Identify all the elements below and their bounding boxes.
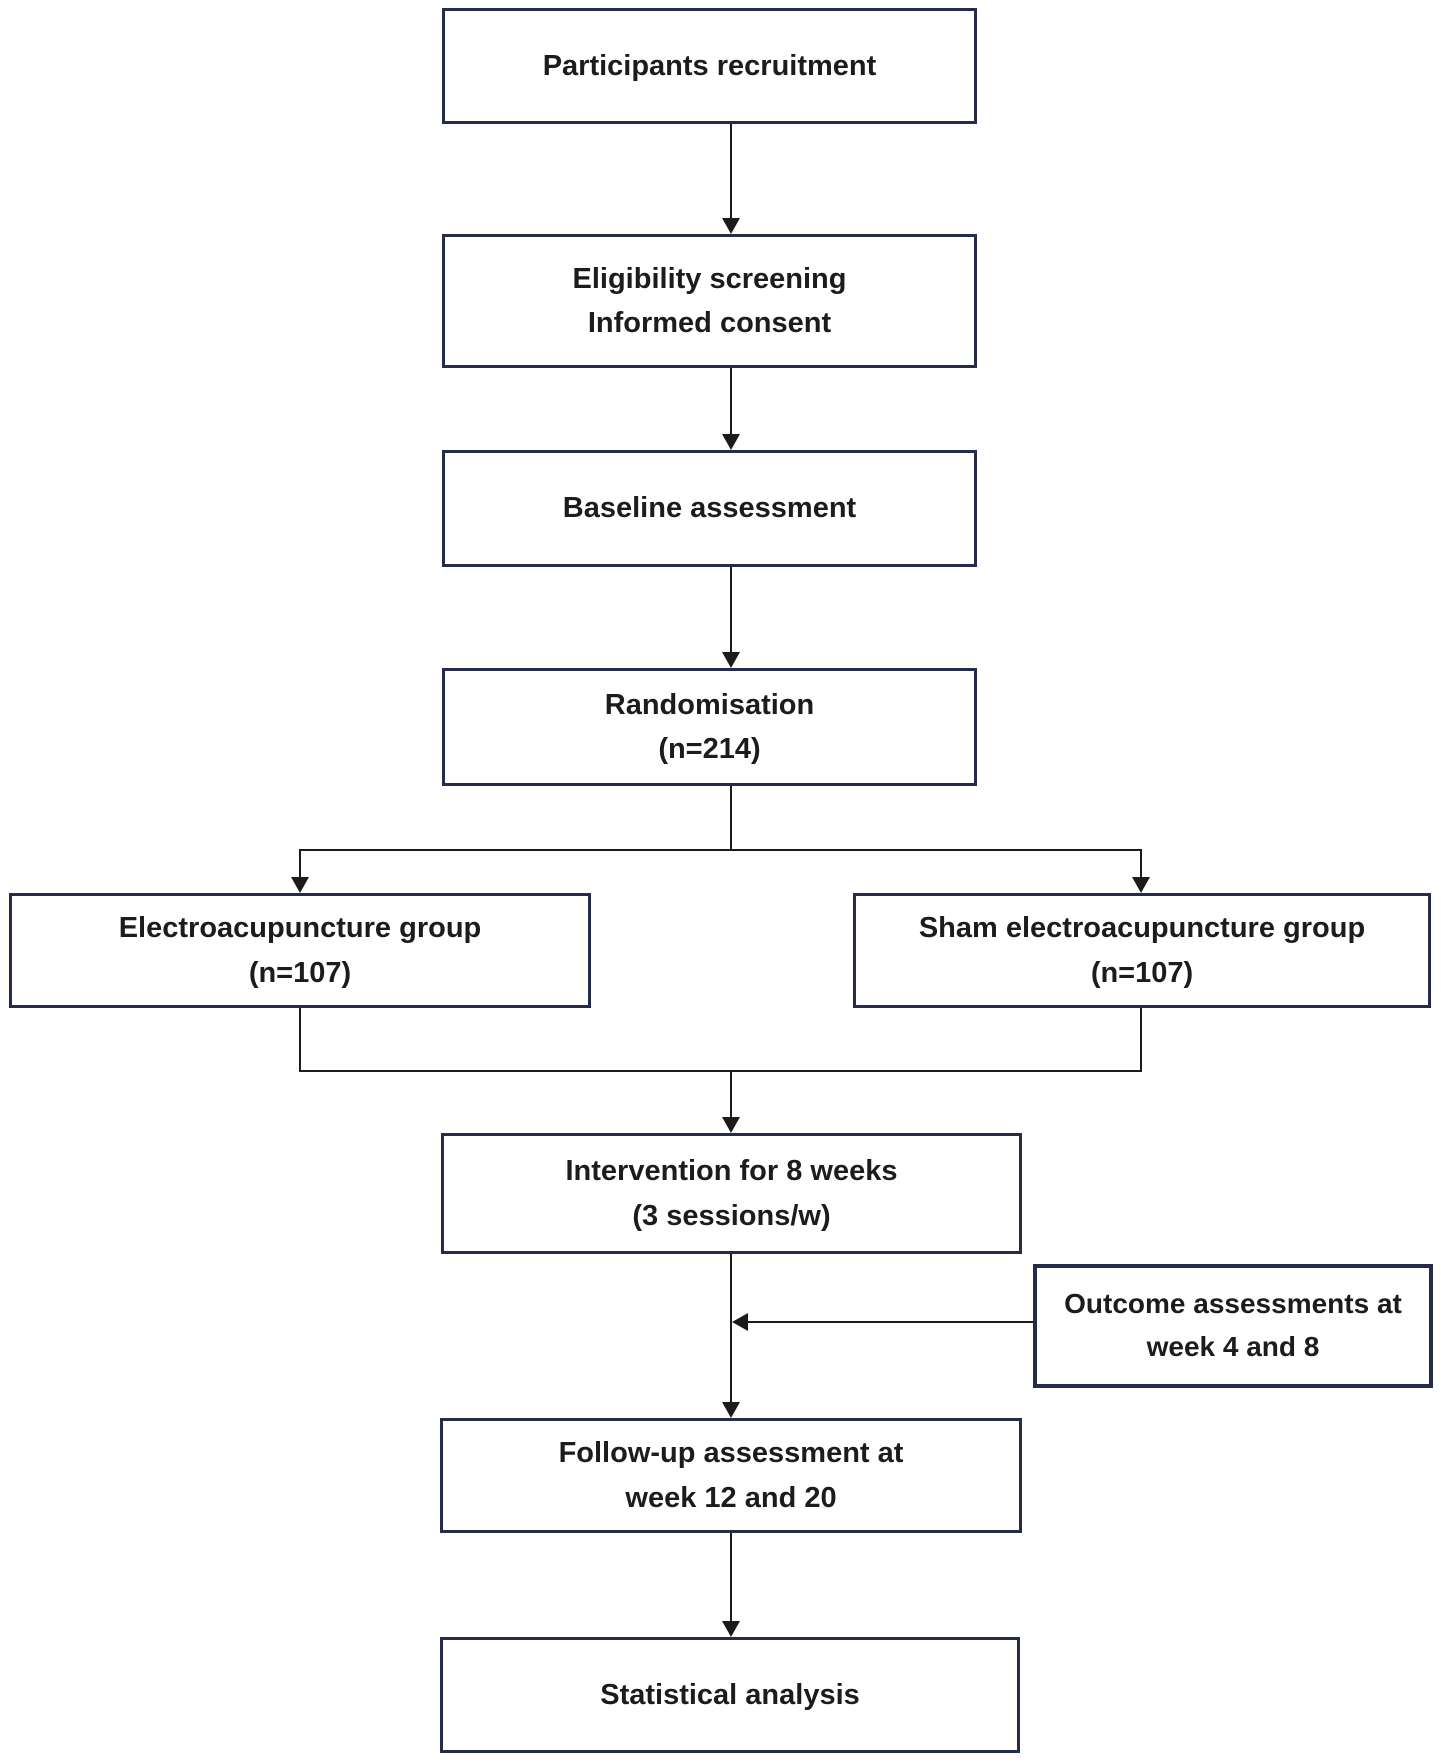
connector-eligibility-baseline xyxy=(730,368,732,436)
followup-weeks-label: week 12 and 20 xyxy=(625,1481,837,1514)
connector-baseline-randomisation xyxy=(730,567,732,654)
arrowhead-into-eligibility xyxy=(722,218,740,234)
informed-consent-label: Informed consent xyxy=(587,307,832,339)
statistical-analysis-box: Statistical analysis xyxy=(440,1637,1020,1753)
electroacupuncture-group-box: Electroacupuncture group (n=107) xyxy=(9,893,591,1008)
connector-participants-eligibility xyxy=(730,124,732,220)
intervention-box: Intervention for 8 weeks (3 sessions/w) xyxy=(441,1133,1022,1254)
randomisation-n-label: (n=214) xyxy=(658,733,761,765)
eligibility-screening-label: Eligibility screening xyxy=(572,262,847,295)
sham-electroacupuncture-group-label: Sham electroacupuncture group xyxy=(918,912,1366,945)
followup-assessment-label: Follow-up assessment at xyxy=(558,1437,904,1470)
merge-horizontal-line xyxy=(299,1070,1142,1072)
connector-randomisation-split xyxy=(730,786,732,851)
sham-electroacupuncture-group-box: Sham electroacupuncture group (n=107) xyxy=(853,893,1431,1008)
electroacupuncture-group-n-label: (n=107) xyxy=(248,956,352,989)
randomisation-box: Randomisation (n=214) xyxy=(442,668,977,786)
randomisation-label: Randomisation xyxy=(604,688,815,721)
arrowhead-into-sham-group xyxy=(1132,877,1150,893)
arrowhead-into-ea-group xyxy=(291,877,309,893)
outcome-weeks-label: week 4 and 8 xyxy=(1146,1331,1320,1362)
connector-outcome-centerline xyxy=(748,1321,1033,1323)
arrowhead-into-intervention xyxy=(722,1117,740,1133)
arrowhead-into-followup xyxy=(722,1402,740,1418)
connector-split-ea-group xyxy=(299,849,301,879)
intervention-label: Intervention for 8 weeks xyxy=(565,1155,898,1188)
arrowhead-into-statistical xyxy=(722,1621,740,1637)
eligibility-screening-box: Eligibility screening Informed consent xyxy=(442,234,977,368)
connector-intervention-followup xyxy=(730,1254,732,1404)
connector-sham-group-merge xyxy=(1140,1008,1142,1072)
connector-followup-statistical xyxy=(730,1533,732,1623)
outcome-assessments-box: Outcome assessments at week 4 and 8 xyxy=(1033,1264,1433,1388)
followup-assessment-box: Follow-up assessment at week 12 and 20 xyxy=(440,1418,1022,1533)
connector-merge-intervention xyxy=(730,1070,732,1119)
connector-ea-group-merge xyxy=(299,1008,301,1072)
arrowhead-into-randomisation xyxy=(722,652,740,668)
statistical-analysis-label: Statistical analysis xyxy=(600,1678,860,1711)
intervention-sessions-label: (3 sessions/w) xyxy=(632,1199,831,1232)
baseline-assessment-label: Baseline assessment xyxy=(562,492,857,525)
electroacupuncture-group-label: Electroacupuncture group xyxy=(118,912,482,945)
participants-recruitment-box: Participants recruitment xyxy=(442,8,977,124)
arrowhead-into-centerline xyxy=(732,1313,748,1331)
sham-electroacupuncture-group-n-label: (n=107) xyxy=(1090,956,1194,989)
baseline-assessment-box: Baseline assessment xyxy=(442,450,977,567)
arrowhead-into-baseline xyxy=(722,434,740,450)
split-horizontal-line xyxy=(299,849,1142,851)
participants-recruitment-label: Participants recruitment xyxy=(542,49,877,82)
outcome-assessments-label: Outcome assessments at xyxy=(1064,1288,1402,1320)
connector-split-sham-group xyxy=(1140,849,1142,879)
